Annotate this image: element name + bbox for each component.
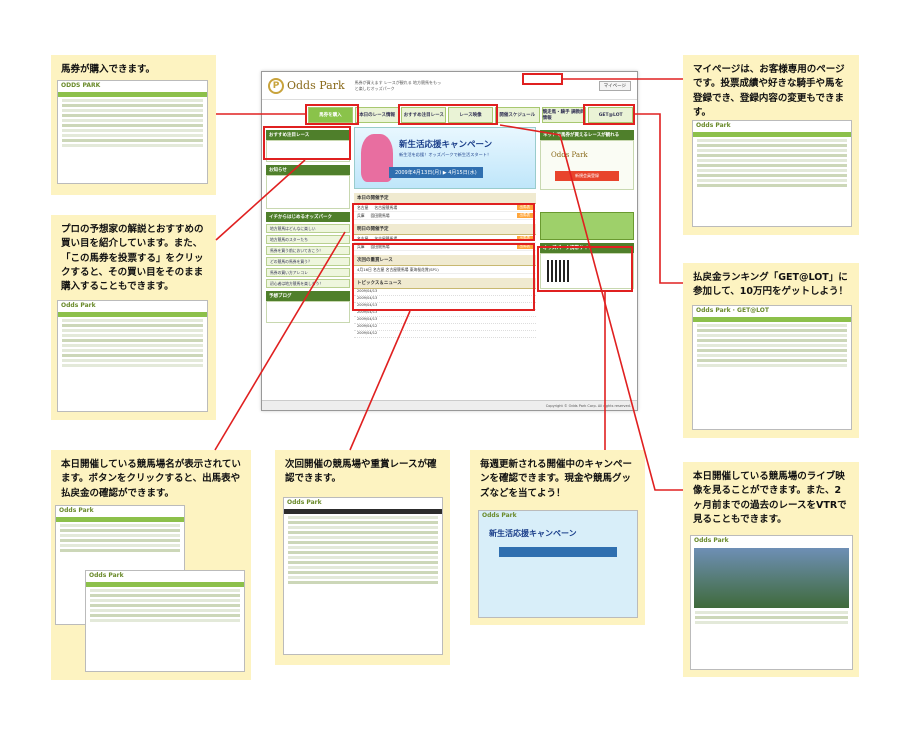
thumb-next-screen: Odds Park <box>283 497 443 655</box>
right-top-title: ネットで馬券が買えるレースが観れる <box>540 130 634 140</box>
nav-getlot[interactable]: GET@LOT <box>588 107 634 123</box>
footer-copyright: Copyright © Odds Park Corp. All rights r… <box>545 403 631 408</box>
site-logo[interactable]: P Odds Park <box>268 77 345 94</box>
right-logo: Odds Park <box>551 151 588 159</box>
race-card-button[interactable]: 出馬表 <box>516 213 533 218</box>
highlight-getlot <box>583 104 635 125</box>
race-track: 兵庫 <box>357 212 365 218</box>
beginner-link-1[interactable]: 地方競馬はどんなに楽しい <box>266 224 350 233</box>
race-name: 名古屋競馬場 <box>374 235 398 241</box>
callout-next-text: 次回開催の競馬場や重賞レースが確認できます。 <box>285 459 437 485</box>
logo-text: Odds Park <box>287 79 345 92</box>
topic-item[interactable]: 2009/04/12 <box>354 324 536 331</box>
nav-schedule[interactable]: 開催スケジュール <box>494 107 540 123</box>
race-name: 園田競馬場 <box>370 212 390 218</box>
campaign-banner[interactable]: 新生活応援キャンペーン 新生活を応援！オッズパークで新生活スタート！ 2009年… <box>354 127 536 189</box>
beginner-link-5[interactable]: 馬券の買い方アレコレ <box>266 268 350 277</box>
race-card-button[interactable]: 出馬表 <box>516 244 533 249</box>
right-column: ネットで馬券が買えるレースが観れる Odds Park 新規会員登録 オッズパー… <box>540 127 634 289</box>
highlight-featured-video <box>398 104 498 125</box>
qr-code-icon <box>547 260 569 282</box>
beginner-link-2[interactable]: 地方競馬のスターたち <box>266 235 350 244</box>
race-card-button[interactable]: 出馬表 <box>516 205 533 210</box>
site-tagline: 馬券が買えます レースが観れる 地方競馬をもっと楽しむオッズパーク <box>354 80 441 91</box>
topic-item[interactable]: 2009/04/12 <box>354 331 536 338</box>
thumb-campaign-title: 新生活応援キャンペーン <box>489 529 577 538</box>
panel-news-body <box>266 175 350 209</box>
race-track: 兵庫 <box>357 243 365 249</box>
panel-featured-title: おすすめ注目レース <box>266 130 350 140</box>
beginner-link-4[interactable]: どの競馬の馬券を買う？ <box>266 257 350 266</box>
race-name: 園田競馬場 <box>370 243 390 249</box>
panel-beginner-title: イチからはじめるオッズパーク <box>266 212 350 222</box>
horse-mascot-icon <box>361 134 393 182</box>
topic-item[interactable]: 2009/04/13 <box>354 296 536 303</box>
highlight-next-races <box>352 243 535 311</box>
live-video-frame <box>694 548 849 608</box>
banner-title: 新生活応援キャンペーン <box>399 140 493 150</box>
thumb-today-screen-2: Odds Park <box>85 570 245 672</box>
section-next-grade-title: 次回の重賞レース <box>354 255 536 266</box>
site-footer: Copyright © Odds Park Corp. All rights r… <box>262 400 637 410</box>
callout-getlot-text: 払戻金ランキング「GET@LOT」に参加して、10万円をゲットしよう！ <box>693 272 848 298</box>
section-topics-title: トピックス＆ニュース <box>354 278 536 289</box>
nav-video[interactable]: レース映像 <box>448 107 493 123</box>
callout-yoso-text: プロの予想家の解説とおすすめの買い目を紹介しています。また、「この馬券を投票する… <box>61 224 204 292</box>
nav-buy[interactable]: 馬券を購入 <box>308 107 353 123</box>
topic-item[interactable]: 2009/04/13 <box>354 289 536 296</box>
callout-today-text: 本日開催している競馬場名が表示されています。ボタンをクリックすると、出馬表や払戻… <box>61 459 241 499</box>
race-name: 名古屋競馬場 <box>374 204 398 210</box>
topic-item[interactable]: 2009/04/13 <box>354 317 536 324</box>
section-tomorrow-title: 明日の開催予定 <box>354 224 536 235</box>
race-track: 名古屋 <box>357 204 369 210</box>
callout-mypage-text: マイページは、お客様専用のページです。投票成績や好きな騎手や馬を登録でき、登録内… <box>693 64 845 118</box>
thumb-yoso-screen: Odds Park <box>57 300 208 412</box>
site-header: P Odds Park 馬券が買えます レースが観れる 地方競馬をもっと楽しむオ… <box>262 72 637 100</box>
next-grade-race[interactable]: 4月16日 名古屋 名古屋競馬場 東海桜花賞(SP1) <box>354 266 536 274</box>
nav-featured[interactable]: おすすめ注目レース <box>401 107 447 123</box>
callout-buy-text: 馬券が購入できます。 <box>61 64 156 75</box>
mypage-button[interactable]: マイページ <box>598 80 631 91</box>
race-row: 名古屋 名古屋競馬場 出馬表 <box>354 204 536 212</box>
panel-news-title: お知らせ <box>266 165 350 175</box>
thumb-getlot-screen: Odds Park · GET@LOT <box>692 305 852 430</box>
register-box: Odds Park 新規会員登録 <box>540 140 634 190</box>
mobile-site-body <box>540 253 634 289</box>
thumb-buy-screen: ODDS PARK <box>57 80 208 184</box>
highlight-mypage <box>522 73 563 85</box>
left-column: おすすめ注目レース お知らせ イチからはじめるオッズパーク 地方競馬はどんなに楽… <box>266 127 350 323</box>
thumb-logo: ODDS PARK <box>61 82 101 89</box>
race-card-button[interactable]: 出馬表 <box>516 236 533 241</box>
highlight-buy <box>305 104 359 125</box>
race-row: 兵庫 園田競馬場 出馬表 <box>354 212 536 220</box>
beginner-link-3[interactable]: 馬券を買う前においておこう！ <box>266 246 350 255</box>
race-row: 兵庫 園田競馬場 出馬表 <box>354 243 536 251</box>
nav-horse-info[interactable]: 競走馬・騎手 調教師情報 <box>541 107 587 123</box>
highlight-campaign <box>537 246 633 292</box>
banner-subtitle: 新生活を応援！オッズパークで新生活スタート！ <box>399 152 492 157</box>
panel-blog-body <box>266 301 350 323</box>
thumb-campaign-screen: Odds Park 新生活応援キャンペーン <box>478 510 638 618</box>
thumb-live-screen: Odds Park <box>690 535 853 670</box>
mobile-site-title: オッズパーク携帯サイト <box>540 243 634 253</box>
topic-item[interactable]: 2009/04/13 <box>354 310 536 317</box>
thumb-mypage-screen: Odds Park <box>692 120 852 227</box>
race-track: 名古屋 <box>357 235 369 241</box>
banner-date: 2009年4月13日(月) ▶ 4月15日(水) <box>389 167 483 178</box>
highlight-featured-panel <box>263 126 351 160</box>
race-row: 名古屋 名古屋競馬場 出馬表 <box>354 235 536 243</box>
panel-blog-title: 予想ブログ <box>266 291 350 301</box>
register-button[interactable]: 新規会員登録 <box>555 171 619 181</box>
callout-campaign-text: 毎週更新される開催中のキャンペーンを確認できます。現金や競馬グッズなどを当てよう… <box>480 459 633 499</box>
callout-live-text: 本日開催している競馬場のライブ映像を見ることができます。また、2ヶ月前までの過去… <box>693 471 847 525</box>
highlight-today-races <box>352 203 535 241</box>
logo-p-icon: P <box>268 77 284 94</box>
beginner-link-6[interactable]: 初心者は地方競馬を楽しもう！ <box>266 279 350 288</box>
